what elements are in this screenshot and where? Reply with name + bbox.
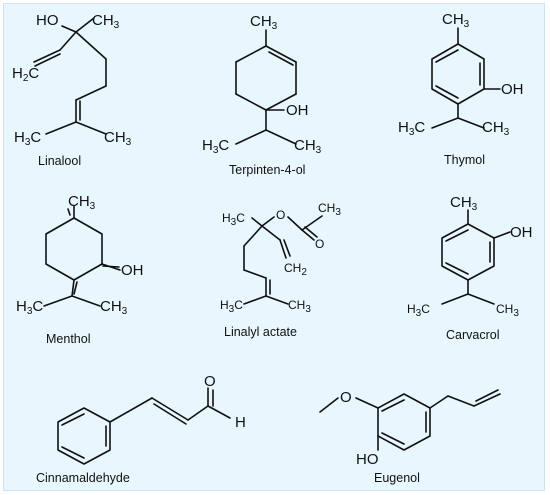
svg-text:O: O bbox=[315, 237, 324, 251]
compound-name: Cinnamaldehyde bbox=[36, 471, 130, 485]
compound-name: Linalyl actate bbox=[224, 325, 297, 339]
menthol-structure: CH3 OH H3C CH3 Menthol bbox=[16, 193, 144, 346]
svg-text:H3C: H3C bbox=[220, 298, 243, 315]
compound-name: Menthol bbox=[46, 332, 90, 346]
svg-text:H3C: H3C bbox=[222, 211, 245, 228]
svg-text:CH3: CH3 bbox=[482, 119, 510, 138]
cinnamaldehyde-structure: O H Cinnamaldehyde bbox=[36, 373, 246, 485]
linalyl-acetate-structure: H3C O CH3 O CH2 H3C CH3 Linalyl actate bbox=[220, 201, 341, 339]
svg-text:OH: OH bbox=[286, 102, 309, 119]
svg-text:H3C: H3C bbox=[14, 129, 41, 148]
compound-name: Thymol bbox=[444, 153, 485, 167]
svg-text:OH: OH bbox=[121, 262, 144, 279]
svg-text:H3C: H3C bbox=[202, 137, 229, 156]
svg-text:H3C: H3C bbox=[16, 298, 43, 317]
eugenol-structure: O HO Eugenol bbox=[319, 389, 501, 485]
svg-text:O: O bbox=[276, 208, 285, 222]
carvacrol-structure: CH3 OH H3C CH3 Carvacrol bbox=[407, 194, 533, 342]
svg-text:CH2: CH2 bbox=[284, 261, 307, 278]
svg-text:O: O bbox=[204, 373, 216, 390]
structures-figure: HO CH3 H2C H3C CH3 Linalool CH3 OH H3C C… bbox=[3, 3, 545, 491]
svg-text:OH: OH bbox=[501, 81, 524, 98]
svg-text:HO: HO bbox=[356, 451, 379, 468]
svg-text:HO: HO bbox=[36, 12, 59, 29]
svg-text:O: O bbox=[340, 389, 352, 406]
svg-text:H3C: H3C bbox=[407, 302, 430, 319]
svg-text:H3C: H3C bbox=[398, 119, 425, 138]
svg-text:CH3: CH3 bbox=[442, 11, 470, 30]
svg-text:H: H bbox=[235, 414, 246, 431]
svg-text:CH3: CH3 bbox=[104, 129, 132, 148]
linalool-structure: HO CH3 H2C H3C CH3 Linalool bbox=[12, 12, 132, 168]
svg-text:CH3: CH3 bbox=[288, 298, 311, 315]
svg-text:CH3: CH3 bbox=[68, 193, 96, 212]
svg-text:CH3: CH3 bbox=[450, 194, 478, 213]
svg-text:CH3: CH3 bbox=[496, 302, 519, 319]
compound-name: Carvacrol bbox=[446, 328, 500, 342]
svg-text:H2C: H2C bbox=[12, 65, 39, 84]
svg-text:OH: OH bbox=[510, 224, 533, 241]
compound-name: Linalool bbox=[38, 154, 81, 168]
svg-text:CH3: CH3 bbox=[294, 137, 322, 156]
svg-text:CH3: CH3 bbox=[92, 12, 120, 31]
compound-name: Eugenol bbox=[374, 471, 420, 485]
svg-text:CH3: CH3 bbox=[100, 298, 128, 317]
thymol-structure: CH3 OH H3C CH3 Thymol bbox=[398, 11, 524, 167]
terpinen-4-ol-structure: CH3 OH H3C CH3 Terpinten-4-ol bbox=[202, 13, 322, 177]
svg-text:CH3: CH3 bbox=[250, 13, 278, 32]
compound-name: Terpinten-4-ol bbox=[229, 163, 305, 177]
